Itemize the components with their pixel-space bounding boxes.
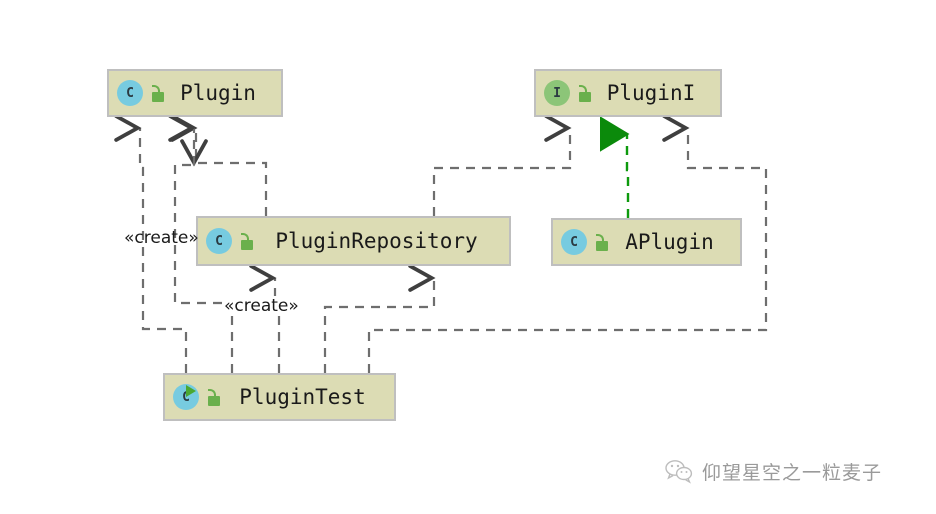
run-arrow-icon [186,385,196,397]
class-node-pluginrepository[interactable]: C PluginRepository [196,216,511,266]
edge-plugintest-to-plugini [367,114,768,373]
class-node-label: Plugin [180,81,256,105]
edge-plugintest-to-plugin-a [114,114,188,373]
class-badge-letter: C [561,229,587,255]
class-badge-letter: C [117,80,143,106]
class-node-plugintest[interactable]: C PluginTest [163,373,396,421]
class-node-label: PluginTest [239,385,366,409]
edge-plugintest-to-pluginrepository-b [323,264,436,373]
class-badge-letter: C [206,228,232,254]
runnable-class-badge-icon: C [173,384,199,410]
unlocked-padlock-icon [594,233,609,251]
class-node-plugin[interactable]: C Plugin [107,69,283,117]
edge-aplugin-to-plugini [600,116,630,218]
class-badge-icon: C [206,228,232,254]
interface-node-label: PluginI [606,81,696,105]
interface-badge-letter: I [544,80,570,106]
wechat-icon [665,459,693,484]
unlocked-padlock-icon [239,232,254,250]
class-node-label: PluginRepository [275,229,478,253]
watermark: 仰望星空之一粒麦子 [664,458,882,485]
edge-pluginrepository-to-plugin [170,114,268,216]
interface-badge-icon: I [544,80,570,106]
unlocked-padlock-icon [206,388,221,406]
edge-label-create-2: «create» [222,296,301,316]
edge-plugintest-to-plugin-b [173,139,234,373]
edge-pluginrepository-to-plugini [432,114,572,216]
class-badge-icon: C [117,80,143,106]
edge-plugintest-to-pluginrepository-a [249,264,281,373]
edge-label-create-1: «create» [124,228,199,248]
class-badge-icon: C [561,229,587,255]
unlocked-padlock-icon [577,84,592,102]
class-node-aplugin[interactable]: C APlugin [551,218,742,266]
watermark-text: 仰望星空之一粒麦子 [702,462,883,484]
interface-node-plugini[interactable]: I PluginI [534,69,722,117]
class-node-label: APlugin [625,230,714,254]
unlocked-padlock-icon [150,84,165,102]
